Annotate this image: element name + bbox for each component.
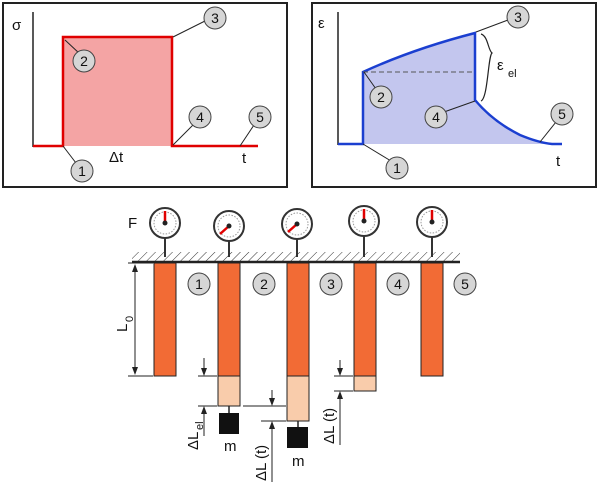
- stress-callout-line-1: [62, 145, 77, 164]
- arrow-down-icon: [132, 367, 138, 375]
- strain-callout-line-1: [362, 143, 392, 162]
- residual-extension-bar-4: [353, 375, 377, 392]
- stress-marker-5: [248, 105, 272, 129]
- specimen-marker-5-label: 5: [461, 276, 469, 292]
- creep-extension-bar-3: [286, 375, 310, 422]
- specimen-bar-1: [153, 262, 177, 377]
- stress-callout-line-3: [172, 20, 206, 38]
- original-length-label: L: [114, 324, 131, 332]
- stress-marker-3: [203, 6, 227, 30]
- stress-callout-line-4: [172, 124, 194, 146]
- creep-extension-label-bar-3: ΔL (t): [253, 445, 270, 481]
- stress-marker-1-label: 1: [78, 163, 86, 179]
- elastic-strain-symbol: ε: [497, 57, 504, 74]
- specimen-marker-3-label: 3: [327, 276, 335, 292]
- arrow-up-icon: [132, 264, 138, 272]
- strain-marker-2: [369, 85, 393, 109]
- stress-callout-line-5: [239, 124, 255, 147]
- specimen-bar-5: [420, 262, 444, 377]
- stress-interval-label: Δt: [109, 149, 124, 166]
- elastic-extension-label: ΔL: [185, 432, 202, 450]
- elastic-strain-brace: [480, 33, 493, 102]
- stress-curve: [33, 35, 258, 148]
- specimen-bar-4: [353, 262, 377, 377]
- strain-axis-symbol: ε: [318, 15, 325, 32]
- strain-marker-1: [385, 156, 409, 180]
- strain-marker-3: [506, 5, 530, 29]
- force-gauge-5: [416, 206, 448, 257]
- mass-label-bar-2: m: [224, 438, 237, 455]
- mass-weight-bar-2: [219, 413, 239, 434]
- stress-marker-5-label: 5: [256, 109, 264, 125]
- specimen-bar-2: [217, 262, 241, 377]
- specimen-marker-3: [319, 272, 343, 296]
- specimen-marker-4: [386, 272, 410, 296]
- strain-callout-line-2: [363, 71, 377, 90]
- mass-label-bar-3: m: [292, 453, 305, 470]
- strain-curve: [338, 31, 562, 146]
- stress-marker-1: [70, 159, 94, 183]
- support-beam-hatching: [132, 252, 460, 262]
- force-gauge-3: [281, 208, 313, 257]
- specimen-marker-1: [187, 272, 211, 296]
- arrow-up-icon: [269, 421, 275, 429]
- elastic-strain-subscript: el: [508, 68, 517, 80]
- stress-time-symbol: t: [242, 150, 247, 167]
- specimen-marker-2-label: 2: [260, 276, 268, 292]
- stress-marker-2: [72, 49, 96, 73]
- stress-marker-2-label: 2: [80, 53, 88, 69]
- elastic-extension-bar-2: [217, 375, 241, 407]
- arrow-up-icon: [337, 391, 343, 399]
- strain-marker-4-label: 4: [432, 109, 440, 125]
- mass-weight-bar-3: [287, 427, 308, 448]
- strain-marker-5-label: 5: [558, 106, 566, 122]
- strain-callout-line-5: [539, 121, 557, 143]
- specimen-marker-2: [252, 272, 276, 296]
- stress-axis-symbol: σ: [12, 17, 22, 34]
- strain-callout-line-4: [443, 100, 476, 113]
- stress-marker-4-label: 4: [196, 109, 204, 125]
- strain-marker-2-label: 2: [377, 89, 385, 105]
- force-gauge-2: [213, 210, 245, 257]
- arrow-down-icon: [201, 368, 207, 376]
- specimen-marker-1-label: 1: [195, 276, 203, 292]
- force-label: F: [128, 215, 137, 232]
- specimen-marker-4-label: 4: [394, 276, 402, 292]
- arrow-down-icon: [337, 368, 343, 376]
- arrow-up-icon: [201, 406, 207, 414]
- stress-marker-3-label: 3: [211, 10, 219, 26]
- arrow-down-icon: [269, 398, 275, 406]
- specimen-bar-3: [286, 262, 310, 377]
- strain-callout-line-3: [475, 19, 509, 33]
- specimen-diagram: F: [114, 205, 477, 482]
- strain-area: [363, 33, 552, 144]
- force-gauge-4: [348, 205, 380, 257]
- stress-panel: σ t Δt 1 2 3 4 5: [2, 2, 288, 188]
- strain-panel: ε t ε el 1 2 3 4 5: [311, 2, 597, 188]
- elastic-extension-subscript: el: [194, 421, 206, 430]
- specimen-marker-5: [453, 272, 477, 296]
- force-gauge-1: [149, 207, 181, 257]
- stress-marker-4: [188, 105, 212, 129]
- creep-extension-label-bar-4: ΔL (t): [321, 408, 338, 444]
- original-length-subscript: 0: [124, 316, 136, 322]
- strain-marker-5: [550, 102, 574, 126]
- strain-marker-4: [424, 105, 448, 129]
- strain-time-symbol: t: [556, 153, 561, 170]
- strain-marker-1-label: 1: [393, 160, 401, 176]
- strain-marker-3-label: 3: [514, 9, 522, 25]
